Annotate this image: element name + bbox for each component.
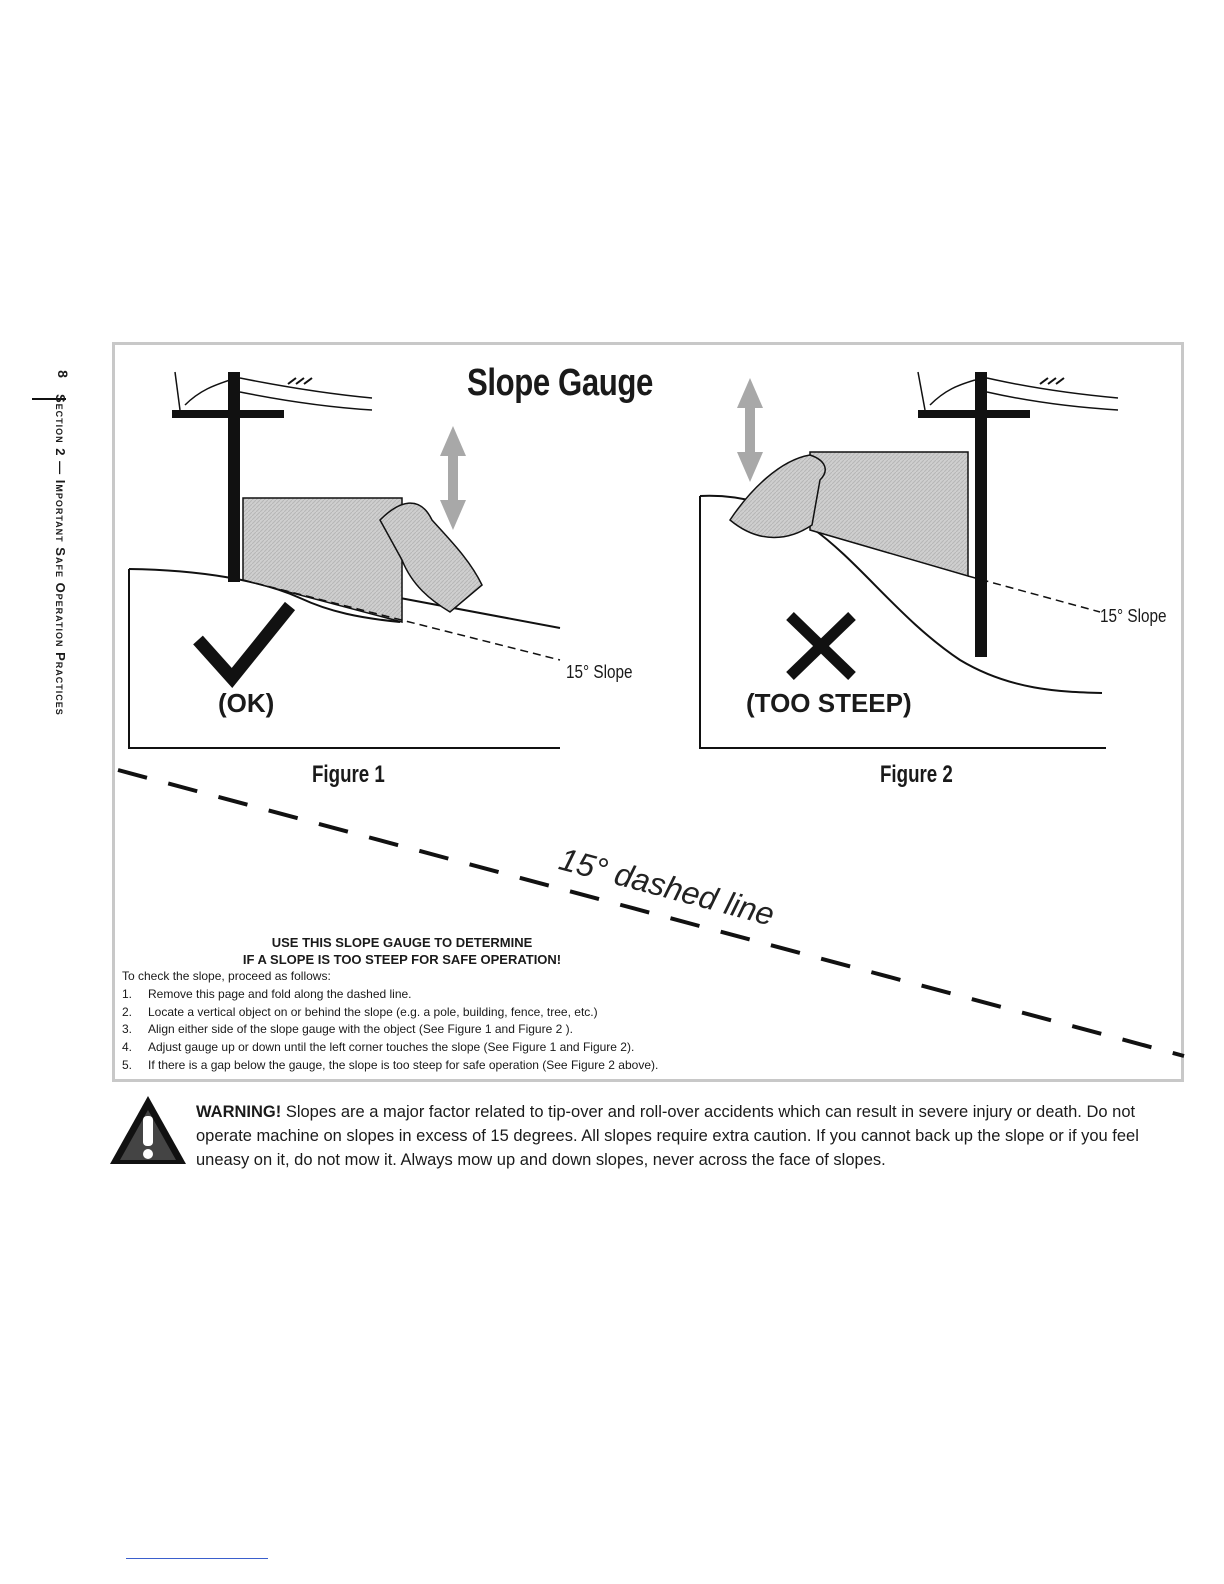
figure-1-slope-label: 15° Slope	[566, 662, 633, 682]
step-text: Adjust gauge up or down until the left c…	[148, 1040, 635, 1055]
list-item: 4. Adjust gauge up or down until the left…	[122, 1039, 742, 1057]
list-item: 2. Locate a vertical object on or behind …	[122, 1004, 742, 1022]
slope-gauge-box	[112, 342, 1184, 1082]
figure-2-caption: Figure 2	[880, 761, 953, 788]
figure-2-slope-label: 15° Slope	[1100, 606, 1167, 626]
step-number: 5.	[122, 1057, 133, 1072]
figure-1-caption: Figure 1	[312, 761, 385, 788]
step-number: 4.	[122, 1040, 133, 1055]
figure-1-status: (OK)	[218, 688, 275, 718]
warning-text: WARNING! Slopes are a major factor relat…	[196, 1100, 1156, 1172]
up-down-arrow-icon	[737, 378, 763, 482]
step-text: If there is a gap below the gauge, the s…	[148, 1057, 659, 1072]
list-item: 5. If there is a gap below the gauge, the…	[122, 1057, 742, 1075]
instructions-heading-1: USE THIS SLOPE GAUGE TO DETERMINE	[271, 935, 533, 950]
check-mark-icon	[193, 601, 296, 689]
instructions: USE THIS SLOPE GAUGE TO DETERMINE IF A S…	[122, 934, 742, 1075]
side-rule	[32, 398, 66, 400]
list-item: 3. Align either side of the slope gauge w…	[122, 1021, 742, 1039]
step-number: 2.	[122, 1004, 133, 1019]
step-text: Align either side of the slope gauge wit…	[148, 1022, 573, 1037]
instructions-heading-2: IF A SLOPE IS TOO STEEP FOR SAFE OPERATI…	[242, 952, 562, 967]
warning-label: WARNING!	[196, 1103, 282, 1121]
step-number: 1.	[122, 986, 133, 1001]
step-text: Remove this page and fold along the dash…	[148, 986, 412, 1001]
figure-2-illustration	[699, 371, 1119, 749]
up-down-arrow-icon	[440, 426, 466, 530]
step-number: 3.	[122, 1022, 133, 1037]
warning-body: Slopes are a major factor related to tip…	[196, 1103, 1139, 1169]
figure-1-illustration	[128, 371, 561, 749]
list-item: 1. Remove this page and fold along the da…	[122, 986, 742, 1004]
figure-2-status: (TOO STEEP)	[746, 688, 912, 718]
instructions-steps: 1. Remove this page and fold along the da…	[122, 986, 742, 1075]
x-mark-icon	[786, 612, 856, 680]
instructions-intro: To check the slope, proceed as follows:	[122, 969, 331, 983]
gauge-title: Slope Gauge	[467, 362, 653, 404]
fold-dashed-line	[117, 768, 1185, 1058]
footer-link-underline	[126, 1558, 268, 1559]
warning-block: WARNING! Slopes are a major factor relat…	[110, 1096, 1190, 1176]
step-text: Locate a vertical object on or behind th…	[148, 1004, 598, 1019]
warning-triangle-icon	[110, 1096, 186, 1164]
